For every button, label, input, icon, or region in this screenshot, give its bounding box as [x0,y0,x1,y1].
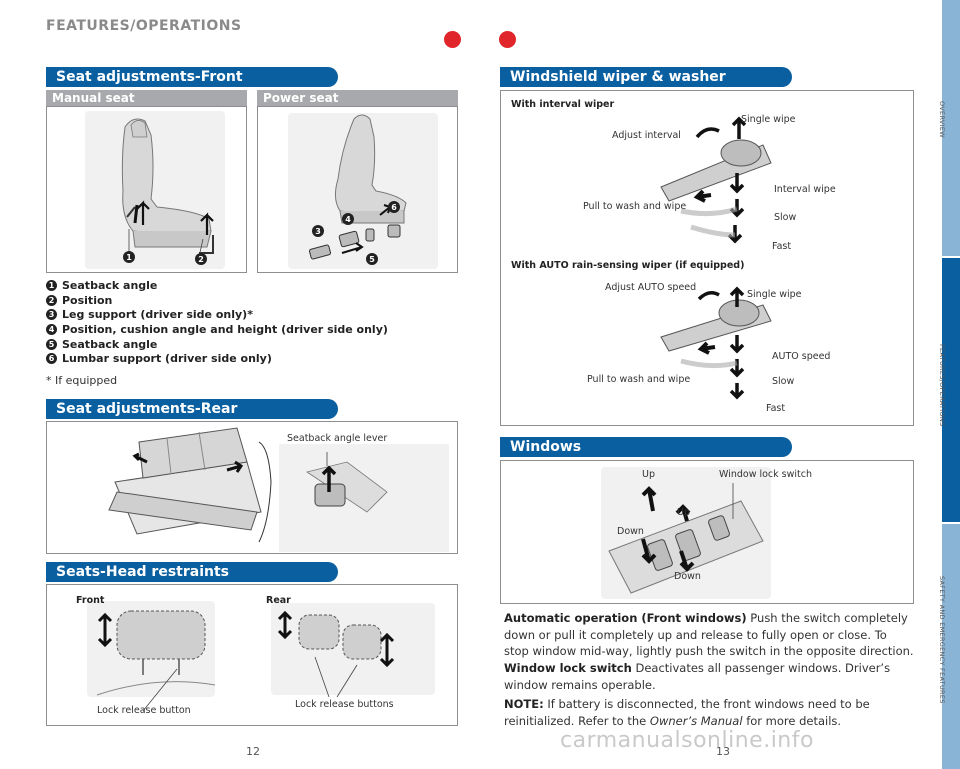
side-tab-safety-label: SAFETY AND EMERGENCY FEATURES [938,576,946,704]
power-seat-label: Power seat [257,90,458,106]
window-up-label-1: Up [642,469,655,480]
windows-header: Windows [500,437,792,457]
side-tab-features[interactable] [942,258,960,522]
auto-operation-text: Push the switch completely down or pull … [504,611,914,658]
note-text-2: for more details. [746,713,842,728]
auto-single-wipe-label: Single wipe [747,289,802,300]
page-number-left: 12 [246,745,260,758]
pull-wash-label: Pull to wash and wipe [583,201,687,212]
auto-wiper-title: With AUTO rain-sensing wiper (if equippe… [511,260,745,271]
slow-label: Slow [774,212,797,223]
head-restraints-header: Seats-Head restraints [46,562,338,582]
auto-fast-label: Fast [766,403,786,414]
power-seat-illustration: 3 4 5 6 [288,113,438,269]
windows-switch-illustration [601,467,771,599]
wiper-figure: With interval wiper Single wipe Adjust i… [500,90,914,426]
auto-speed-label: AUTO speed [772,351,831,362]
window-lock-switch-label: Window lock switch [719,469,813,480]
legend-text: Lumbar support (driver side only) [62,352,272,366]
svg-text:4: 4 [345,215,351,224]
red-dot-marker [499,31,516,48]
single-wipe-label: Single wipe [741,114,796,125]
legend-item: 2 Position [46,293,388,308]
seat-front-header: Seat adjustments-Front [46,67,338,87]
head-restraints-figure: Front Rear Lock release button Lock rele… [46,584,458,726]
lock-switch-text: Deactivates all passenger windows. Drive… [504,661,891,692]
interval-wipe-label: Interval wipe [774,184,836,195]
note-paragraph: NOTE: If battery is disconnected, the fr… [504,696,914,729]
manual-seat-label: Manual seat [46,90,247,106]
legend-number: 6 [46,353,57,365]
svg-text:6: 6 [391,203,397,212]
auto-pull-wash-label: Pull to wash and wipe [587,374,691,385]
watermark: carmanualsonline.info [560,728,814,753]
manual-seat-figure: 1 2 [46,106,247,273]
legend-item: 1 Seatback angle [46,278,388,293]
seatback-lever-label: Seatback angle lever [287,433,388,444]
note-title: NOTE: [504,697,544,711]
legend-number: 4 [46,323,57,335]
legend-item: 4 Position, cushion angle and height (dri… [46,322,388,337]
interval-wiper-title: With interval wiper [511,99,615,110]
rear-seat-figure: Seatback angle lever [46,421,458,554]
window-down-label-1: Down [617,526,644,537]
legend-item: 6 Lumbar support (driver side only) [46,351,388,366]
note-text-1: If battery is disconnected, the front wi… [504,697,870,728]
legend-number: 2 [46,294,57,306]
adjust-auto-label: Adjust AUTO speed [605,282,697,293]
legend-text: Position, cushion angle and height (driv… [62,322,388,336]
svg-text:3: 3 [315,227,321,236]
window-down-label-2: Down [674,571,701,582]
legend-number: 5 [46,338,57,350]
windows-figure: Up Window lock switch Up Down Down [500,460,914,604]
adjust-interval-label: Adjust interval [612,130,681,141]
legend-text: Seatback angle [62,337,158,351]
page-number-right: 13 [716,745,730,758]
front-restraint-label: Front [76,595,105,606]
window-up-label-2: Up [677,507,690,518]
footnote: * If equipped [46,374,118,387]
power-seat-figure: 3 4 5 6 [257,106,458,273]
legend-text: Seatback angle [62,278,158,292]
side-tab-overview[interactable] [942,0,960,256]
wiper-illustration [660,116,772,400]
svg-text:2: 2 [198,255,204,264]
fast-label: Fast [772,241,792,252]
rear-lock-callout: Lock release buttons [295,699,394,710]
side-tab-features-label: FEATURES/OPERATIONS [938,343,946,427]
side-tab-overview-label: OVERVIEW [938,101,946,139]
seat-rear-header: Seat adjustments-Rear [46,399,338,419]
lock-switch-paragraph: Window lock switch Deactivates all passe… [504,660,914,693]
manual-seat-illustration: 1 2 [85,111,225,269]
legend-item: 3 Leg support (driver side only)* [46,307,388,322]
svg-text:1: 1 [126,253,132,262]
auto-slow-label: Slow [772,376,795,387]
side-tab-safety[interactable] [942,524,960,769]
legend-number: 3 [46,309,57,321]
front-lock-callout: Lock release button [97,705,191,716]
rear-restraint-label: Rear [266,595,291,606]
legend-number: 1 [46,279,57,291]
svg-text:5: 5 [369,255,375,264]
head-restraints-illustration [87,601,435,712]
red-dot-marker [444,31,461,48]
lock-switch-title: Window lock switch [504,661,632,675]
wiper-header: Windshield wiper & washer [500,67,792,87]
owners-manual-ref: Owner’s Manual [649,713,743,728]
page-section-title: FEATURES/OPERATIONS [46,18,242,34]
legend-item: 5 Seatback angle [46,337,388,352]
rear-seat-illustration [108,427,449,552]
auto-operation-title: Automatic operation (Front windows) [504,611,747,625]
legend-text: Leg support (driver side only)* [62,308,253,322]
auto-operation-paragraph: Automatic operation (Front windows) Push… [504,610,914,660]
legend-text: Position [62,293,113,307]
